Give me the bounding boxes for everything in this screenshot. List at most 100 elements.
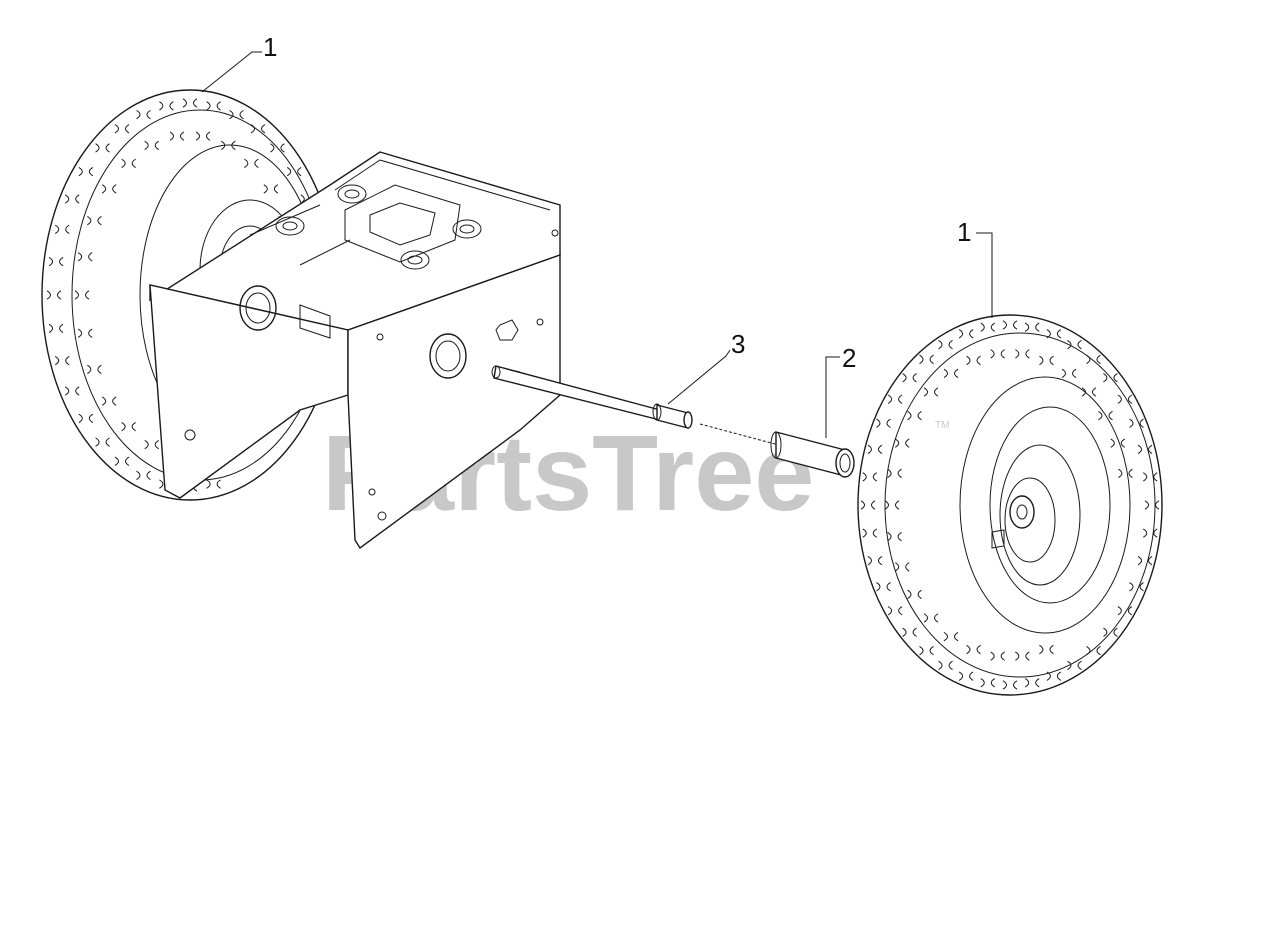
tread-lug (887, 606, 903, 616)
tread-lug (1086, 645, 1101, 656)
tread-lug (1103, 627, 1118, 637)
tread-lug (77, 252, 93, 262)
tread-lug (1024, 322, 1040, 332)
tread-lug (101, 396, 117, 406)
tread-lug (221, 140, 236, 151)
tread-lug (46, 290, 62, 300)
tread-lug (1137, 444, 1153, 455)
tread-lug (48, 323, 64, 333)
tread-lug (74, 290, 90, 300)
tread-lug (1015, 349, 1030, 359)
tread-lug (876, 582, 891, 592)
tread-lug (121, 158, 136, 168)
tread-lug (943, 368, 959, 378)
tread-lug (95, 437, 110, 447)
callout-2: 2 (842, 343, 856, 373)
tread-lug (1046, 671, 1062, 681)
tread-lug (270, 143, 285, 153)
tread-lug (894, 562, 910, 572)
tread-lug (64, 386, 80, 396)
callout-leaders (201, 51, 993, 438)
tread-lug (144, 439, 159, 450)
tread-lug (867, 555, 883, 566)
tread-lug (919, 645, 934, 656)
callout-3: 3 (731, 329, 745, 359)
tread-lug (64, 194, 80, 204)
tread-lug (182, 98, 198, 108)
tread-lug (1015, 651, 1030, 661)
tread-lug (87, 364, 102, 374)
tread-lug (907, 589, 922, 599)
tread-lug (1046, 329, 1062, 339)
tread-lug (990, 651, 1005, 661)
tread-lug (1039, 355, 1054, 366)
tread-lug (1098, 411, 1113, 421)
tread-lug (1142, 472, 1158, 482)
tread-lug (1129, 582, 1144, 592)
tread-lug (867, 444, 883, 455)
tread-lug (1110, 438, 1126, 448)
tread-lug (229, 109, 244, 120)
tread-lug (887, 531, 902, 542)
tread-lug (938, 660, 953, 671)
tread-lug (980, 678, 996, 688)
tread-lug (884, 500, 900, 510)
tread-lug (206, 101, 221, 111)
tread-lug (78, 413, 94, 424)
tread-lug (206, 479, 221, 489)
tread-lug (95, 143, 110, 153)
tread-lug (136, 470, 151, 481)
tread-lug (919, 354, 934, 365)
tread-lug (1142, 528, 1158, 538)
tread-lug (144, 140, 159, 151)
tread-lug (136, 109, 151, 120)
tread-lug (862, 528, 878, 538)
tread-lug (966, 355, 981, 366)
tread-lug (876, 418, 891, 428)
tread-lug (1024, 678, 1040, 688)
tread-lug (887, 394, 903, 404)
tread-lug (114, 456, 130, 466)
tread-lug (1002, 320, 1018, 330)
tread-lug (1039, 644, 1054, 655)
tread-lug (860, 500, 876, 510)
tread-lug (887, 468, 902, 479)
tread-lug (938, 339, 953, 350)
tread-lug (923, 613, 939, 623)
tread-lug (923, 387, 939, 397)
callout-1-right: 1 (957, 217, 971, 247)
frame-housing (149, 151, 561, 550)
tread-lug (263, 184, 279, 194)
tread-lug (87, 216, 102, 226)
tread-lug (77, 328, 93, 338)
tread-lug (1144, 500, 1160, 510)
tread-lug (990, 349, 1005, 359)
tread-lug (101, 184, 117, 194)
tread-lug (286, 166, 302, 177)
tread-lug (1067, 339, 1082, 350)
tread-lug (1061, 368, 1077, 378)
tread-lug (1067, 660, 1082, 671)
tread-lug (1002, 680, 1018, 690)
callout-labels: 1 1 2 3 (263, 32, 971, 373)
tread-lug (1129, 418, 1144, 428)
spacer-sleeve (770, 431, 855, 478)
tread-lug (48, 257, 64, 267)
tread-lug (244, 158, 259, 168)
tread-lug (169, 131, 185, 141)
tread-lug (1081, 387, 1097, 397)
tread-lug (1117, 394, 1133, 404)
tread-lug (1117, 606, 1133, 616)
tread-lug (902, 627, 917, 637)
axle-bushing (652, 403, 693, 429)
tread-lug (980, 322, 996, 332)
tread-lug (1086, 354, 1101, 365)
tread-lug (862, 472, 878, 482)
tread-lug (54, 356, 70, 366)
tread-lug (250, 124, 266, 134)
tread-lug (1137, 555, 1153, 566)
callout-1-left: 1 (263, 32, 277, 62)
tread-lug (121, 422, 136, 432)
tread-lug (159, 101, 174, 111)
